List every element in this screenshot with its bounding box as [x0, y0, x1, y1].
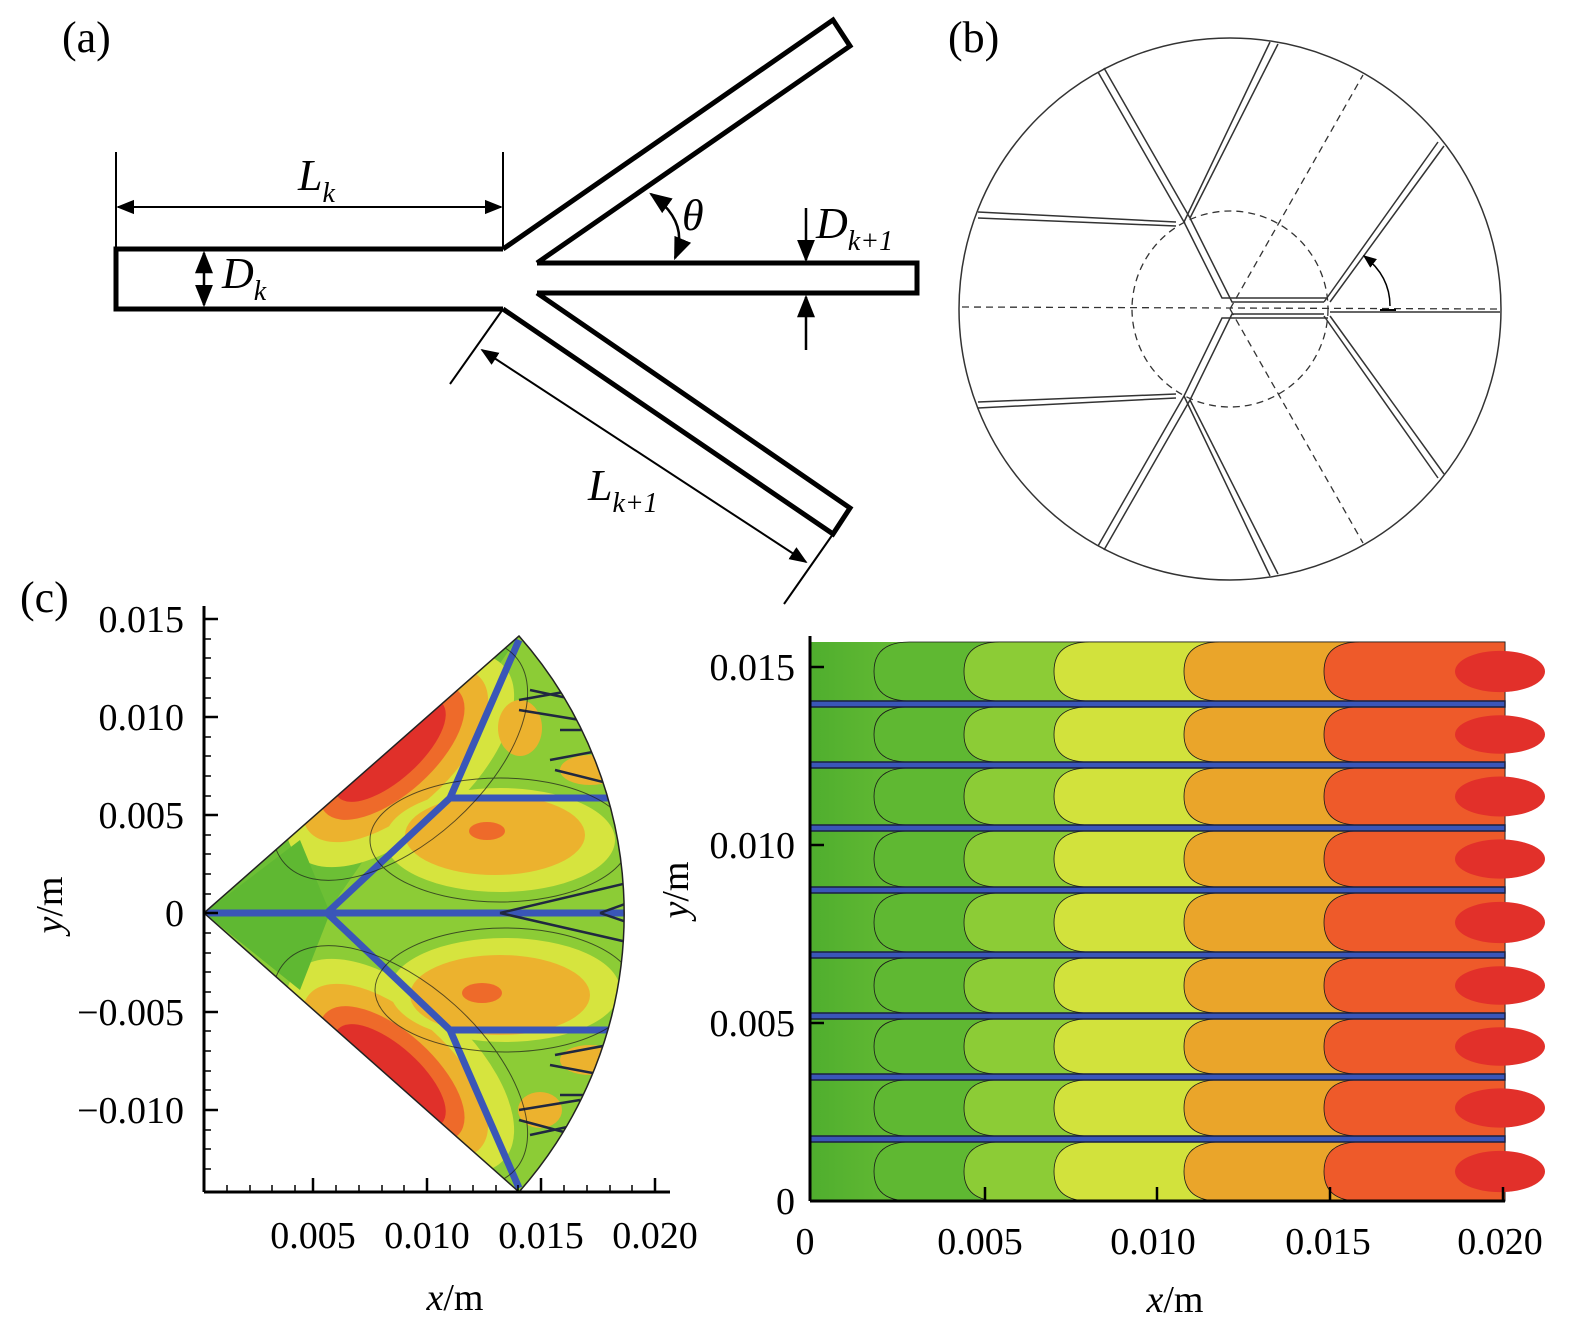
- parallel-contour-plot: [809, 641, 1545, 1202]
- right-y-tick-labels: 0.015 0.010 0.005 0: [710, 647, 796, 1223]
- hot-spot: [1455, 1088, 1545, 1128]
- panel-b: (b): [948, 13, 1502, 581]
- lk-label: Lk: [297, 151, 335, 209]
- hot-spot: [1455, 839, 1545, 879]
- left-ytick: 0.005: [99, 795, 185, 837]
- right-xtick: 0: [796, 1221, 815, 1263]
- hot-spot: [1455, 715, 1545, 754]
- right-ytick: 0.015: [710, 647, 796, 689]
- angle-arc: [1362, 255, 1391, 307]
- outer-disk: [958, 37, 1502, 581]
- dashed-radial-lines: [961, 74, 1501, 544]
- sector-outline: [202, 634, 625, 1194]
- left-ytick: 0: [165, 893, 184, 935]
- left-xlabel: x/m: [426, 1277, 484, 1319]
- hot-spot: [1455, 650, 1545, 693]
- right-ytick: 0.005: [710, 1003, 796, 1045]
- sector-contour-plot: [202, 634, 625, 1194]
- right-x-tick-labels: 0 0.005 0.010 0.015 0.020: [796, 1221, 1543, 1263]
- right-xlabel: x/m: [1146, 1279, 1204, 1321]
- left-xtick: 0.015: [498, 1215, 584, 1257]
- dk1-label: Dk+1: [815, 199, 893, 257]
- lk1-dimension-arrow: [480, 349, 808, 563]
- panel-c-tag: (c): [20, 573, 69, 622]
- right-xtick: 0.010: [1110, 1221, 1196, 1263]
- dk-label: Dk: [221, 249, 267, 307]
- right-xtick: 0.005: [937, 1221, 1023, 1263]
- left-xtick: 0.005: [270, 1215, 356, 1257]
- hot-spot: [1455, 966, 1545, 1005]
- channel-walls: [977, 41, 1500, 577]
- right-axes: [808, 636, 1505, 1203]
- left-xtick: 0.010: [384, 1215, 470, 1257]
- hot-spot: [1455, 776, 1545, 817]
- right-ytick: 0.010: [710, 825, 796, 867]
- left-ytick: 0.010: [99, 697, 185, 739]
- left-ytick: −0.010: [77, 1090, 184, 1132]
- left-y-tick-labels: 0.015 0.010 0.005 0 −0.005 −0.010: [77, 599, 184, 1132]
- theta-arc: [649, 192, 692, 261]
- right-xtick: 0.020: [1457, 1221, 1543, 1263]
- hot-spot: [1455, 1150, 1545, 1193]
- panel-b-tag: (b): [948, 13, 999, 62]
- left-xtick: 0.020: [612, 1215, 698, 1257]
- lk1-extension-end: [783, 533, 834, 605]
- theta-label: θ: [682, 191, 704, 240]
- left-x-tick-labels: 0.005 0.010 0.015 0.020: [270, 1215, 698, 1257]
- strip-bands: [873, 641, 1545, 1202]
- right-xtick: 0.015: [1285, 1221, 1371, 1263]
- right-ylabel: y/m: [655, 862, 697, 923]
- left-ylabel: y/m: [29, 877, 71, 938]
- lk1-extension-start: [449, 308, 504, 385]
- left-axes: [202, 606, 670, 1194]
- left-ytick: −0.005: [77, 992, 184, 1034]
- panel-a: (a) Lk Dk θ Dk+1 Lk+1: [62, 13, 920, 605]
- left-ytick: 0.015: [99, 599, 185, 641]
- hot-spot: [1455, 901, 1545, 944]
- right-ytick: 0: [776, 1181, 795, 1223]
- hot-spot: [1455, 1027, 1545, 1066]
- panel-a-tag: (a): [62, 13, 111, 62]
- lk1-label: Lk+1: [587, 461, 658, 519]
